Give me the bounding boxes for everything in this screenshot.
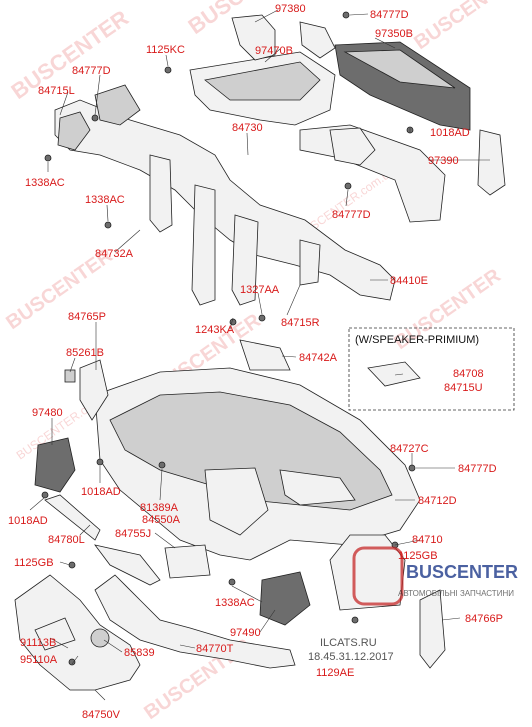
callout-84727c: 84727C: [390, 443, 429, 455]
callout-84712d: 84712D: [418, 495, 457, 507]
callout-84742a: 84742A: [299, 352, 338, 364]
callout-84715l: 84715L: [38, 85, 75, 97]
callout-84715u: 84715U: [444, 382, 483, 394]
callout-85839: 85839: [124, 647, 155, 659]
callout-97490: 97490: [230, 627, 261, 639]
callout-1018ad: 1018AD: [81, 486, 121, 498]
callout-1125gb: 1125GB: [398, 550, 438, 562]
callout-84410e: 84410E: [390, 275, 428, 287]
callout-97470b: 97470B: [255, 45, 293, 57]
callout-81389a: 81389A: [140, 502, 179, 514]
callout-1338ac: 1338AC: [85, 194, 125, 206]
lower-panel: [14, 574, 296, 691]
callout-97350b: 97350B: [375, 28, 413, 40]
callout-84550a: 84550A: [142, 514, 181, 526]
defroster-nozzle: [334, 41, 471, 131]
callout-85261b: 85261B: [66, 347, 104, 359]
callout-97380: 97380: [275, 3, 306, 15]
audio-bracket: [164, 544, 211, 579]
callout-1018ad: 1018AD: [430, 127, 470, 139]
speaker-option-box: (W/SPEAKER-PRIMIUM): [348, 327, 515, 411]
logo-brand: BUSCENTER: [406, 562, 518, 582]
callout-84750v: 84750V: [82, 709, 121, 721]
callout-1327aa: 1327AA: [240, 284, 280, 296]
callout-84766p: 84766P: [465, 613, 503, 625]
fasteners: [41, 11, 416, 666]
center-vent: [259, 571, 311, 626]
callout-labels: 97380 84777D 97350B 1125KC 97470B 84777D…: [8, 3, 503, 721]
side-cover-right: [419, 589, 446, 669]
callout-1338ac: 1338AC: [215, 597, 255, 609]
crash-pad: [94, 339, 421, 561]
callout-84730: 84730: [232, 122, 263, 134]
ignition-ring: [90, 628, 110, 648]
callout-84732a: 84732A: [95, 248, 134, 260]
callout-1125gb: 1125GB: [14, 557, 54, 569]
side-duct-right: [299, 124, 506, 223]
callout-84765p: 84765P: [68, 311, 106, 323]
callout-1129ae: 1129AE: [316, 667, 354, 679]
callout-91113b: 91113B: [20, 637, 56, 649]
callout-84715r: 84715R: [281, 317, 320, 329]
callout-1338ac: 1338AC: [25, 177, 65, 189]
defroster-duct-center: [189, 51, 336, 126]
speaker-cover: [239, 339, 291, 371]
callout-97390: 97390: [428, 155, 459, 167]
callout-1243ka: 1243KA: [195, 324, 235, 336]
callout-1018ad: 1018AD: [8, 515, 48, 527]
speaker-grille: [367, 361, 421, 387]
glove-box-area: [164, 534, 406, 626]
buscenter-logo: BUSCENTER АВТОМОБІЛЬНІ ЗАПЧАСТИНИ: [352, 546, 518, 606]
defroster-duct-side: [231, 14, 336, 61]
callout-84708: 84708: [453, 368, 484, 380]
leader-lines: [29, 9, 490, 701]
speaker-box-title: (W/SPEAKER-PRIMIUM): [355, 334, 479, 346]
cowl-cross-bar: [54, 84, 396, 306]
callout-1125kc: 1125KC: [146, 44, 185, 56]
callout-84780l: 84780L: [48, 534, 85, 546]
callout-97480: 97480: [32, 407, 63, 419]
callout-84755j: 84755J: [115, 528, 151, 540]
callout-84770t: 84770T: [196, 643, 234, 655]
callout-95110a: 95110A: [20, 654, 58, 666]
callout-84710: 84710: [412, 534, 443, 546]
watermark-brand: BUSCENTER: [410, 0, 525, 54]
side-vent-left: [34, 359, 109, 493]
stamp-line1: ILCATS.RU: [320, 637, 377, 649]
callout-84777d: 84777D: [332, 209, 371, 221]
cover-small: [34, 617, 76, 651]
callout-84777d: 84777D: [458, 463, 497, 475]
ilcats-stamp: ILCATS.RU 18.45.31.12.2017: [308, 637, 394, 663]
stamp-line2: 18.45.31.12.2017: [308, 651, 394, 663]
callout-84777d: 84777D: [72, 65, 111, 77]
callout-84777d: 84777D: [370, 9, 409, 21]
logo-tagline: АВТОМОБІЛЬНІ ЗАПЧАСТИНИ: [398, 589, 514, 598]
